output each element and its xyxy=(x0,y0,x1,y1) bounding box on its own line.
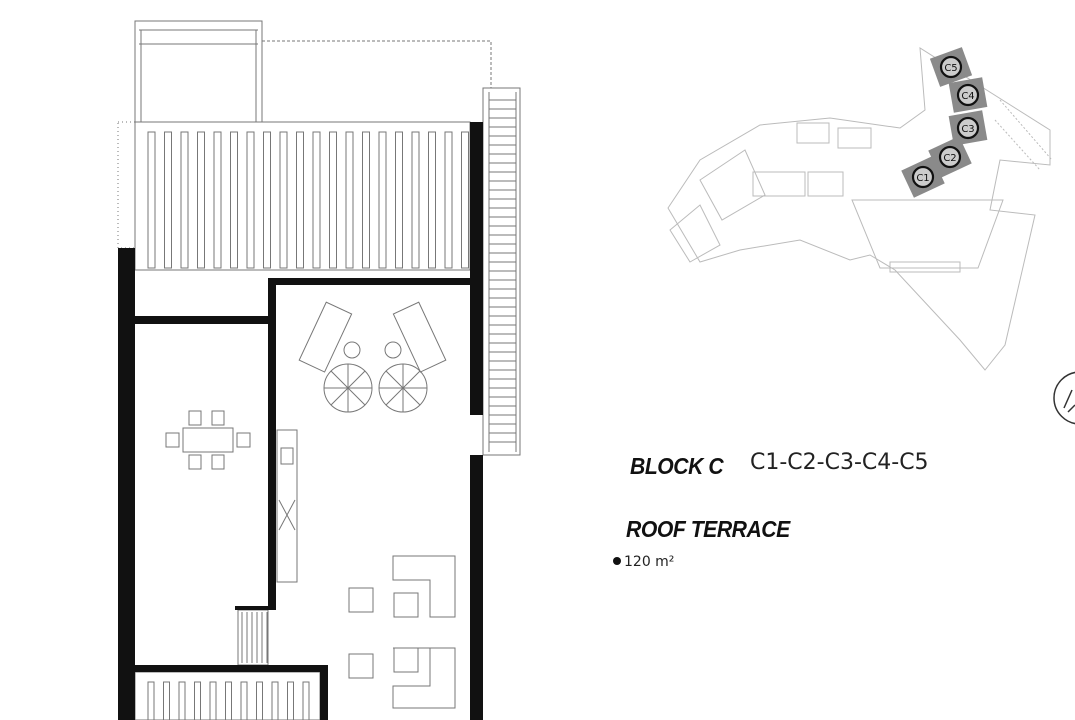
unit-markers: C1 C2 C3 C4 C5 xyxy=(901,47,988,198)
armchair xyxy=(348,587,374,613)
unit-marker-label: C1 xyxy=(916,173,929,184)
unit-marker-c3: C3 xyxy=(948,110,988,146)
unit-marker-label: C5 xyxy=(944,63,957,74)
block-title: BLOCK C xyxy=(630,453,724,479)
kitchen-counter xyxy=(276,429,298,583)
site-key-plan xyxy=(667,47,1053,371)
area-value: 120 m² xyxy=(624,554,675,570)
armchair xyxy=(348,653,374,679)
corner-sofa xyxy=(392,555,456,618)
pergola xyxy=(134,121,471,271)
planter-strip xyxy=(117,121,136,249)
walls xyxy=(118,122,483,720)
unit-list: C1-C2-C3-C4-C5 xyxy=(750,450,929,475)
stair-steps xyxy=(488,92,517,452)
unit-marker-c5: C5 xyxy=(929,47,973,87)
upper-structure xyxy=(134,20,263,123)
sun-lounger xyxy=(298,301,353,373)
unit-marker-c2: C2 xyxy=(928,136,972,178)
section-title: ROOF TERRACE xyxy=(626,516,790,542)
unit-marker-label: C3 xyxy=(961,124,974,135)
compass-icon xyxy=(1053,371,1075,425)
bullet-icon xyxy=(613,557,621,565)
dashed-outline xyxy=(262,40,492,88)
area-label: 120 m² xyxy=(613,554,674,570)
unit-marker-label: C4 xyxy=(961,91,974,102)
dining-table xyxy=(182,427,234,453)
unit-marker-c4: C4 xyxy=(948,77,988,113)
pergola-slats xyxy=(147,131,469,269)
unit-marker-c1: C1 xyxy=(901,156,945,198)
corner-sofa xyxy=(392,647,456,709)
sun-lounger xyxy=(392,301,447,373)
unit-marker-label: C2 xyxy=(943,153,956,164)
